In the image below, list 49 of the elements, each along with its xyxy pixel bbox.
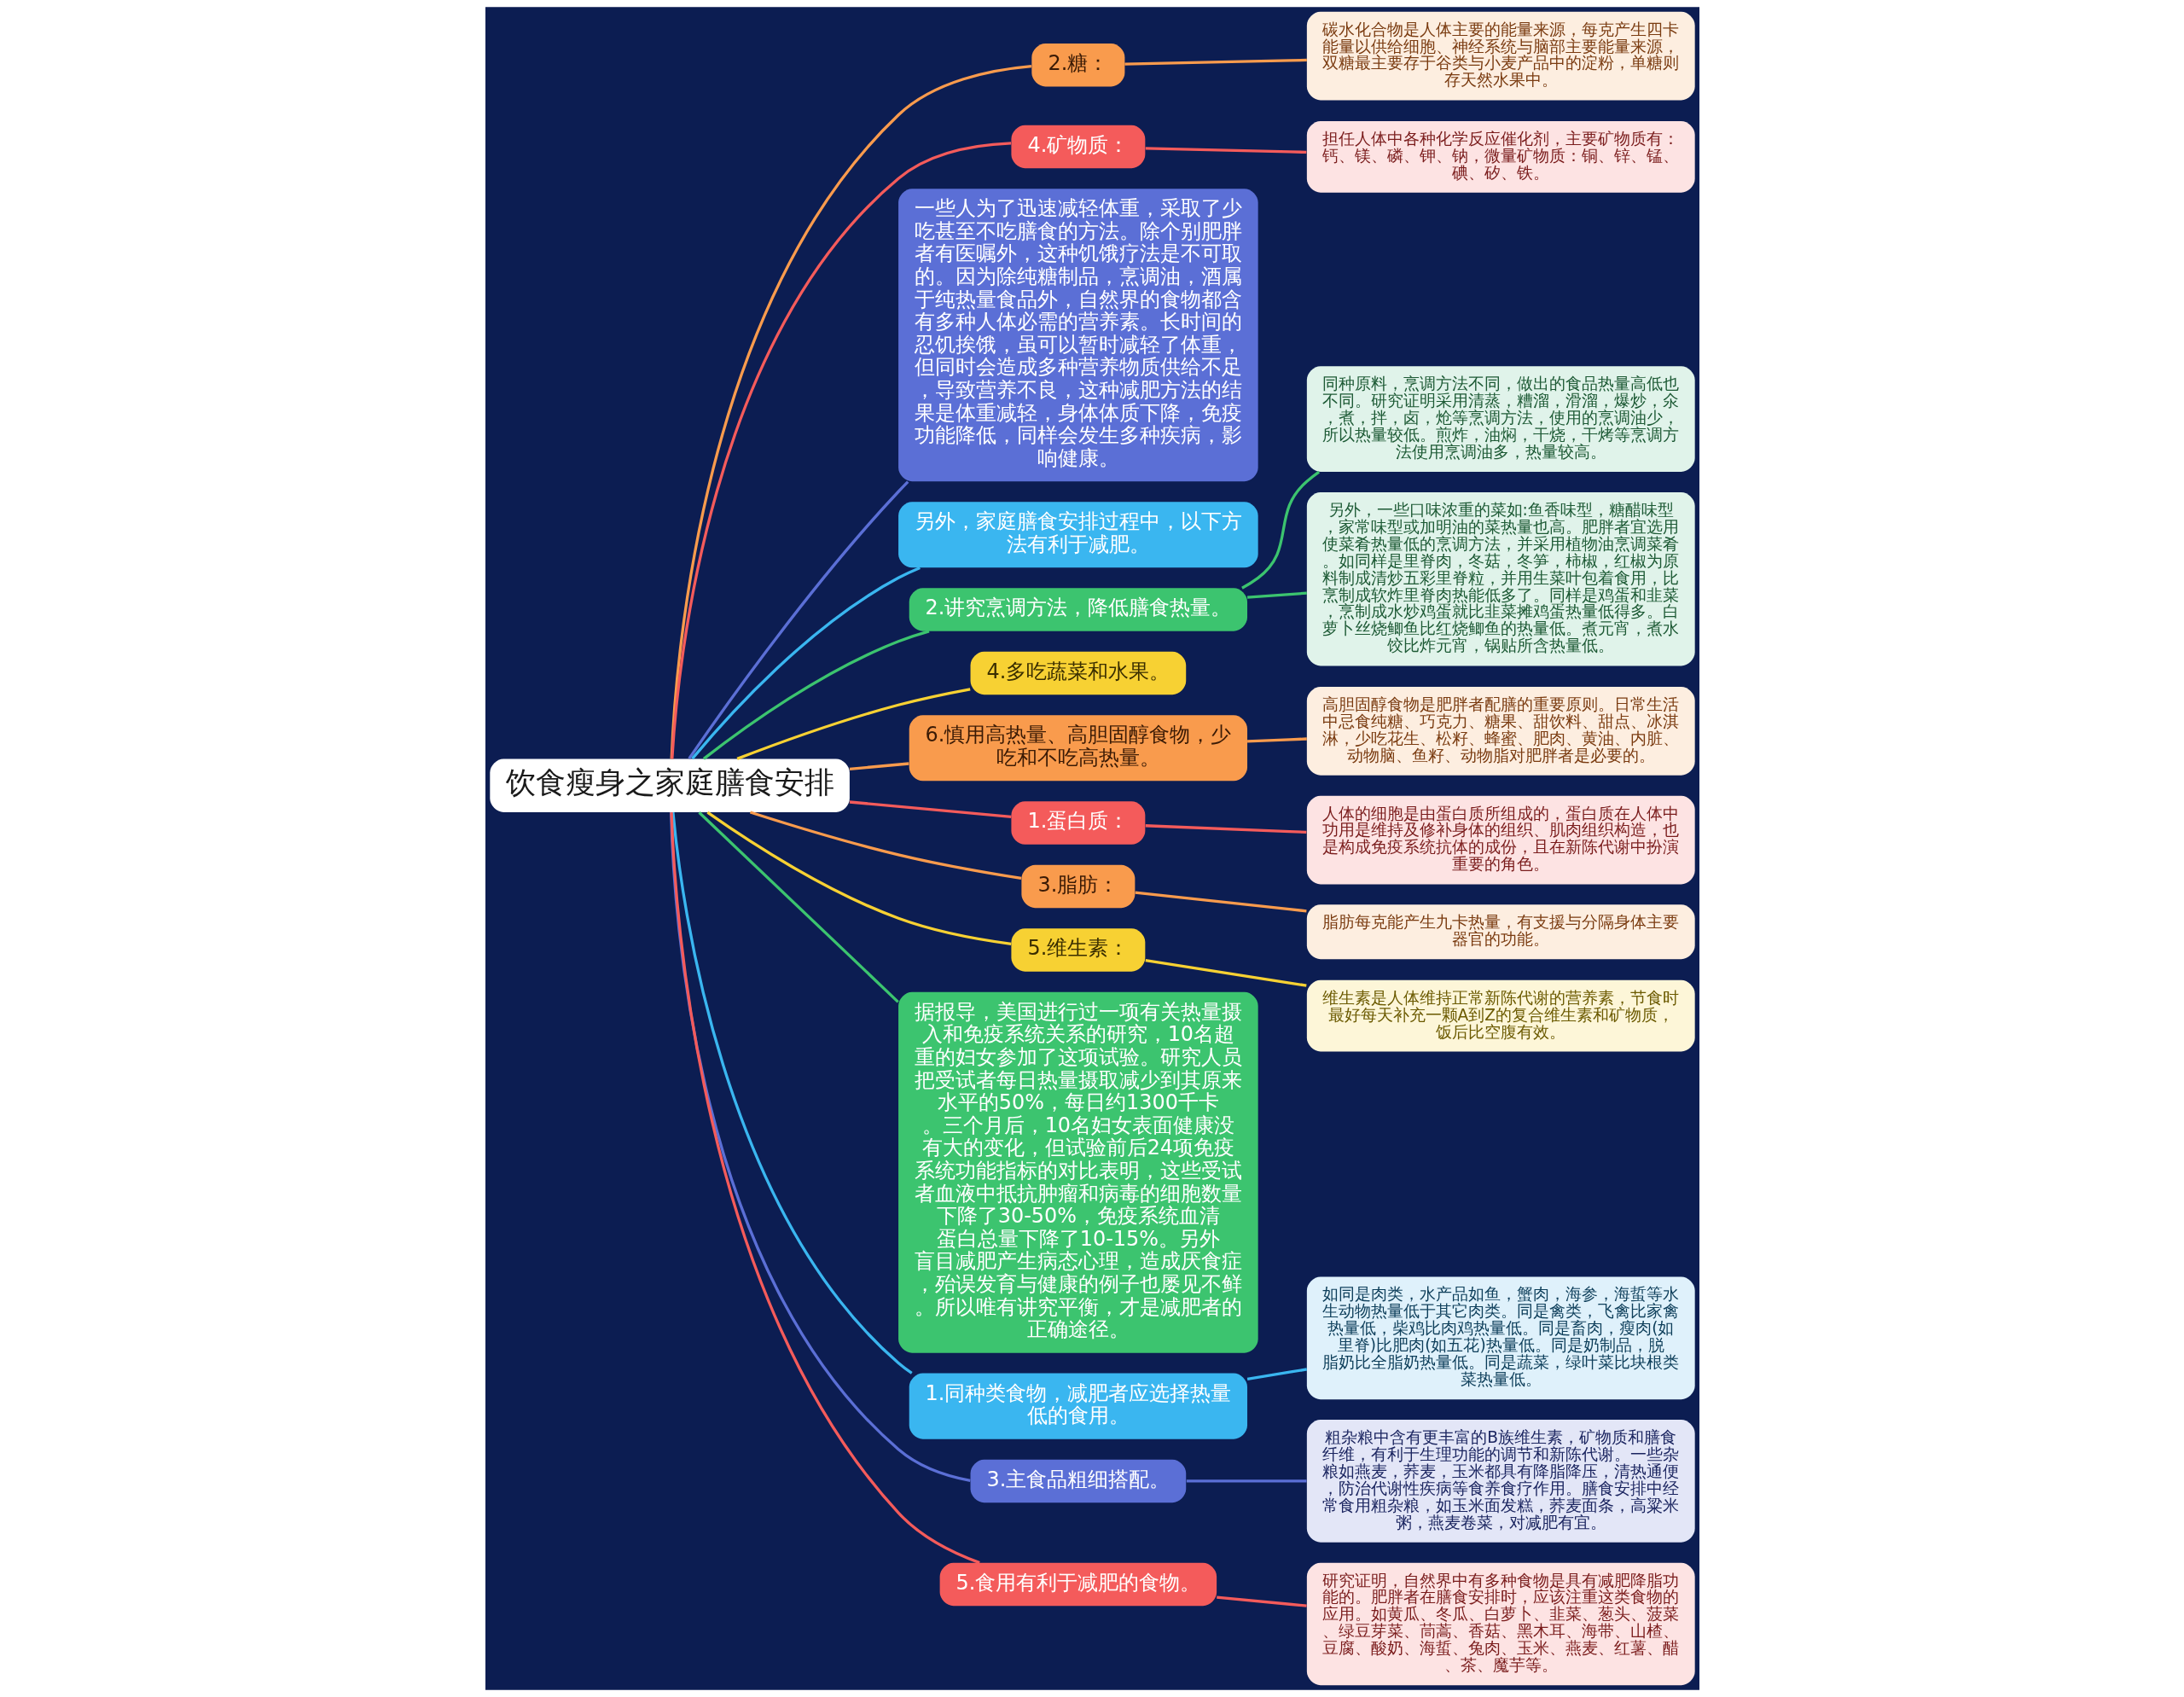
node-box: 5.维生素： (1010, 928, 1145, 972)
node-box: 饮食瘦身之家庭膳食安排 (489, 758, 850, 812)
connector (849, 762, 909, 771)
node-box: 维生素是人体维持正常新陈代谢的营养素，节食时最好每天补充一颗A到Z的复合维生素和矿物质，饭后比空腹有效。 (1306, 979, 1695, 1052)
connector (1216, 1595, 1307, 1607)
node-box: 碳水化合物是人体主要的能量来源，每克产生四卡能量以供给细胞、神经系统与脑部主要能量来源，双糖最主要存于谷类与小麦产品中的淀粉，单糖则存天然水果中。 (1306, 11, 1695, 101)
connector (670, 142, 1011, 759)
node-box: 如同是肉类，水产品如鱼，蟹肉，海参，海蜇等水生动物热量低于其它肉类。同是禽类，飞禽比家禽热量低，柴鸡比肉鸡热量低。同是畜肉，瘦肉(如里脊)比肥肉(如五花)热量低。同是奶制品，脱脂奶比全脂奶热量低。同是蔬菜，绿叶菜比块根类菜热量低。 (1306, 1276, 1695, 1400)
connector (702, 630, 929, 760)
node-box: 3.主食品粗细搭配。 (970, 1459, 1186, 1503)
connector (706, 811, 1011, 945)
connector (1134, 891, 1307, 913)
node-box: 同种原料，烹调方法不同，做出的食品热量高低也不同。研究证明采用清蒸，糟溜，滑溜，爆炒，氽，煮，拌，卤，炝等烹调方法，使用的烹调油少，所以热量较低。煎炸，油焖，干烧，干烤等烹调方法使用烹调油多，热量较高。 (1306, 366, 1695, 472)
node-box: 据报导，美国进行过一项有关热量摄入和免疫系统关系的研究，10名超重的妇女参加了这项试验。研究人员把受试者每日热量摄取减少到其原来水平的50%，每日约1300千卡。三个月后，10名妇女表面健康没有大的变化，但试验前后24项免疫系统功能指标的对比表明，这些受试者血液中抵抗肿瘤和病毒的细胞数量下降了30-50%，免疫系统血清蛋白总量下降了10-15%。另外盲目减肥产生病态心理，造成厌食症，殆误发育与健康的例子也屡见不鲜。所以唯有讲究平衡，才是减肥者的正确途径。 (897, 991, 1258, 1353)
node-box: 另外，一些口味浓重的菜如:鱼香味型，糖醋味型，家常味型或加明油的菜热量也高。肥胖者宜选用使菜肴热量低的烹调方法，并采用植物油烹调菜肴。如同样是里脊肉，冬菇，冬笋，柿椒，红椒为原料制成清炒五彩里脊粒，并用生菜叶包着食用，比烹制成软炸里脊肉热能低多了。同样是鸡蛋和韭菜，烹制成水炒鸡蛋就比韭菜摊鸡蛋热量低得多。白萝卜丝烧鲫鱼比红烧鲫鱼的热量低。煮元宵，煮水饺比炸元宵，锅贴所含热量低。 (1306, 491, 1695, 666)
node-box: 4.矿物质： (1010, 125, 1145, 169)
connector (687, 480, 909, 760)
node-box: 2.讲究烹调方法，降低膳食热量。 (909, 588, 1247, 631)
connector (1145, 824, 1306, 834)
connector (1246, 737, 1307, 743)
node-box: 3.脂肪： (1020, 864, 1135, 909)
node-box: 1.同种类食物，减肥者应选择热量低的食用。 (909, 1373, 1247, 1439)
connector (1124, 58, 1307, 66)
node-box: 1.蛋白质： (1010, 801, 1145, 845)
node-box: 研究证明，自然界中有多种食物是具有减肥降脂功能的。肥胖者在膳食安排时，应该注重这类食物的应用。如黄瓜、冬瓜、白萝卜、韭菜、葱头、菠菜、绿豆芽菜、茼蒿、香菇、黑木耳、海带、山楂、豆腐、酸奶、海蜇、兔肉、玉米、燕麦、红薯、醋、茶、魔芋等。 (1306, 1562, 1695, 1686)
node-box: 粗杂粮中含有更丰富的B族维生素，矿物质和膳食纤维，有利于生理功能的调节和新陈代谢。一些杂粮如燕麦，荞麦，玉米都具有降脂降压，清热通便，防治代谢性疾病等食养食疗作用。膳食安排中经常食用粗杂粮，如玉米面发糕，荞麦面条，高粱米粥，燕麦卷菜，对减肥有宜。 (1306, 1420, 1695, 1543)
node-box: 脂肪每克能产生九卡热量，有支援与分隔身体主要器官的功能。 (1306, 904, 1695, 960)
node-box: 高胆固醇食物是肥胖者配膳的重要原则。日常生活中忌食纯糖、巧克力、糖果、甜饮料、甜点、冰淇淋，少吃花生、松籽、蜂蜜、肥肉、黄油、内脏、动物脑、鱼籽、动物脂对肥胖者是必要的。 (1306, 687, 1695, 776)
connector (1246, 591, 1307, 599)
connector (749, 811, 1021, 880)
node-box: 5.食用有利于减肥的食物。 (939, 1562, 1217, 1607)
node-box: 6.慎用高热量、高胆固醇食物，少吃和不吃高热量。 (909, 715, 1247, 782)
node-box: 一些人为了迅速减轻体重，采取了少吃甚至不吃膳食的方法。除个别肥胖者有医嘱外，这种饥饿疗法是不可取的。因为除纯糖制品，烹调油，酒属于纯热量食品外，自然界的食物都含有多种人体必需的营养素。长时间的忍饥挨饿，虽可以暂时减轻了体重，但同时会造成多种营养物质供给不足，导致营养不良，这种减肥方法的结果是体重减轻，身体体质下降，免疫功能降低，同样会发生多种疾病，影响健康。 (897, 189, 1258, 482)
connector (1145, 147, 1306, 154)
node-box: 4.多吃蔬菜和水果。 (970, 651, 1186, 695)
connector (690, 566, 921, 760)
connector (670, 65, 1031, 759)
connector (1145, 959, 1307, 987)
node-box: 人体的细胞是由蛋白质所组成的，蛋白质在人体中功用是维持及修补身体的组织、肌肉组织构造，也是构成免疫系统抗体的成份，且在新陈代谢中扮演重要的角色。 (1306, 795, 1695, 885)
node-box: 另外，家庭膳食安排过程中，以下方法有利于减肥。 (897, 502, 1258, 568)
node-box: 担任人体中各种化学反应催化剂，主要矿物质有：钙、镁、磷、钾、钠，微量矿物质：铜、锌、锰、碘、矽、铁。 (1306, 121, 1695, 193)
connector (736, 688, 970, 760)
connector (1240, 470, 1320, 590)
connector (849, 800, 1011, 819)
node-box: 2.糖： (1031, 43, 1124, 87)
connector (697, 811, 899, 1003)
connector (671, 811, 913, 1374)
connector (1186, 1479, 1306, 1483)
connector (1246, 1368, 1307, 1380)
